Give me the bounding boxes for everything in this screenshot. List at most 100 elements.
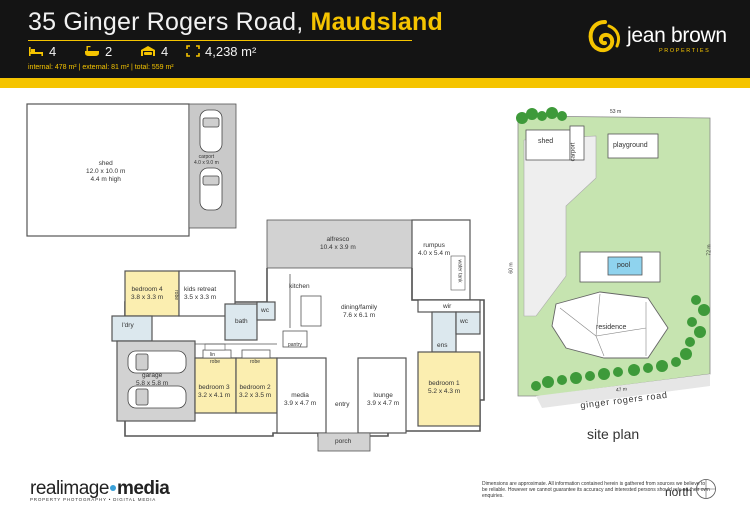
bathrooms-count: 2 bbox=[105, 43, 113, 59]
swirl-logo-icon bbox=[588, 20, 621, 53]
site-carport bbox=[569, 125, 585, 161]
carport-car-1 bbox=[199, 109, 223, 153]
site-carport-label: carport bbox=[570, 142, 577, 162]
car-spaces-feature: 4 bbox=[140, 43, 168, 59]
wc-left-outline bbox=[256, 301, 276, 321]
laundry-outline bbox=[111, 315, 153, 342]
agency-logo: jean brown PROPERTIES bbox=[585, 18, 727, 60]
land-area-icon bbox=[186, 45, 200, 57]
ensuite-outline bbox=[431, 311, 457, 353]
floor-plan-drawing bbox=[26, 103, 485, 452]
site-plan-drawing bbox=[516, 107, 711, 408]
wir-label: wir bbox=[443, 303, 452, 310]
pool-water bbox=[607, 256, 643, 276]
pantry-label: pantry bbox=[288, 342, 302, 348]
bath-icon bbox=[85, 46, 99, 56]
wc-master-label: wc bbox=[460, 318, 468, 325]
street-address: 35 Ginger Rogers Road, bbox=[28, 8, 304, 36]
bedroom2-outline bbox=[235, 357, 278, 414]
agency-name: jean brown bbox=[627, 24, 727, 47]
site-playground-label: playground bbox=[613, 142, 648, 149]
ensuite-label: ens bbox=[437, 342, 448, 349]
site-playground bbox=[607, 133, 659, 159]
wc-left-label: wc bbox=[261, 307, 269, 314]
robe2-outline bbox=[241, 349, 271, 359]
wc-master-outline bbox=[455, 311, 481, 335]
linen-label: lin bbox=[210, 352, 216, 358]
site-shed-label: shed bbox=[538, 138, 554, 145]
porch-outline bbox=[317, 432, 371, 452]
robe2-label: robe bbox=[250, 359, 261, 365]
header-banner: 35 Ginger Rogers Road, Maudsland 4 2 4 4… bbox=[0, 0, 750, 78]
north-label: north bbox=[665, 485, 693, 499]
linen-outline bbox=[204, 343, 226, 351]
bedroom4-outline bbox=[124, 270, 180, 317]
lounge-outline bbox=[357, 357, 407, 434]
car-spaces-count: 4 bbox=[161, 43, 169, 59]
residence-roof bbox=[551, 291, 669, 359]
bedroom1-outline bbox=[417, 351, 481, 427]
agency-tagline: PROPERTIES bbox=[659, 48, 711, 54]
photographer-tagline: PROPERTY PHOTOGRAPHY • DIGITAL MEDIA bbox=[30, 497, 157, 502]
land-area-value: 4,238 m² bbox=[205, 43, 257, 59]
bedrooms-count: 4 bbox=[49, 43, 57, 59]
north-arrow-icon bbox=[696, 479, 716, 499]
bath-label: bath bbox=[235, 318, 248, 325]
property-address: 35 Ginger Rogers Road, Maudsland bbox=[28, 8, 443, 37]
kitchen-label: kitchen bbox=[289, 283, 310, 290]
site-dim-top: 53 m bbox=[610, 109, 622, 115]
robe4-label: robe bbox=[173, 289, 180, 301]
photographer-name: realimage bbox=[30, 478, 109, 499]
site-dim-bottom: 47 m bbox=[615, 386, 628, 394]
carport-car-2 bbox=[199, 167, 223, 211]
kitchen-island bbox=[300, 295, 322, 327]
laundry-label: l'dry bbox=[122, 322, 134, 329]
photographer-logo: realimage media bbox=[30, 478, 170, 500]
bedrooms-feature: 4 bbox=[28, 43, 56, 59]
suburb-name: Maudsland bbox=[310, 8, 443, 36]
road-strip bbox=[536, 374, 710, 408]
media-outline bbox=[276, 357, 327, 434]
land-area-feature: 4,238 m² bbox=[186, 43, 256, 59]
water-tank-label: water tank bbox=[456, 259, 463, 283]
site-plan-title: site plan bbox=[587, 426, 640, 442]
garage-icon bbox=[141, 46, 155, 56]
robe3-outline bbox=[202, 349, 232, 359]
shed-outline bbox=[26, 103, 190, 237]
accent-band bbox=[0, 78, 750, 88]
site-residence-label: residence bbox=[596, 324, 627, 331]
bed-icon bbox=[29, 47, 43, 56]
robe3-label: robe bbox=[210, 359, 221, 365]
logo-dot-icon bbox=[109, 484, 116, 491]
title-underline bbox=[28, 40, 412, 41]
site-pool-label: pool bbox=[617, 262, 631, 269]
water-tank-outline bbox=[450, 255, 466, 291]
porch-label: porch bbox=[335, 438, 352, 445]
bathrooms-feature: 2 bbox=[84, 43, 112, 59]
driveway bbox=[523, 135, 597, 317]
site-dim-left: 60 m bbox=[508, 262, 515, 274]
site-plan: 53 m 60 m 72 m 47 m shed carport playgro… bbox=[496, 96, 736, 456]
hedge-trees bbox=[516, 107, 710, 391]
bedroom3-outline bbox=[194, 357, 237, 414]
site-dim-right: 72 m bbox=[706, 244, 713, 256]
photographer-name-bold: media bbox=[116, 478, 170, 499]
pantry-outline bbox=[282, 330, 308, 348]
disclaimer-text: Dimensions are approximate. All informat… bbox=[482, 481, 710, 500]
building-sizes: internal: 478 m² | external: 81 m² | tot… bbox=[28, 64, 174, 71]
bath-outline bbox=[224, 303, 258, 341]
